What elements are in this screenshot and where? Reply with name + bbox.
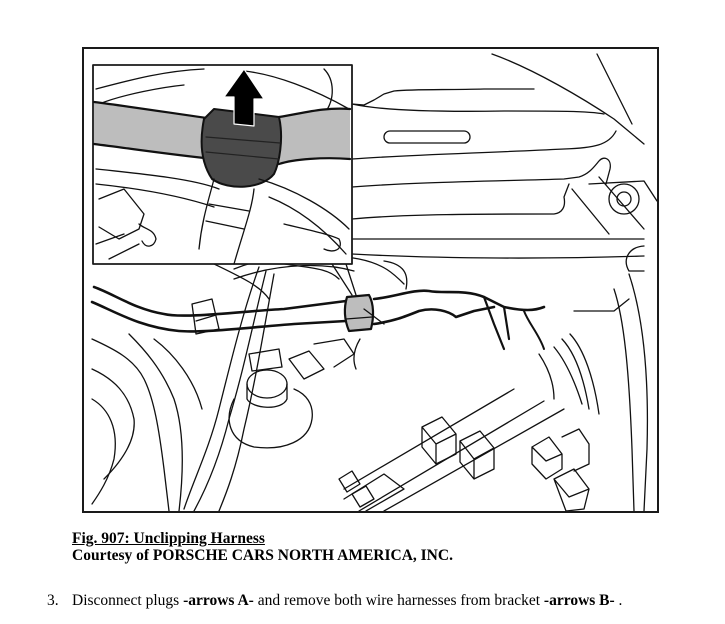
step-number: 3. xyxy=(47,592,59,609)
step-reference-a: -arrows A- xyxy=(183,592,254,609)
engine-bay-drawing xyxy=(90,53,657,511)
step-text-3: . xyxy=(614,592,623,609)
inset-detail xyxy=(92,68,352,265)
step-text-1: Disconnect plugs xyxy=(72,592,184,609)
instruction-step: 3. Disconnect plugs -arrows A- and remove… xyxy=(47,592,622,610)
figure-courtesy: Courtesy of PORSCHE CARS NORTH AMERICA, … xyxy=(72,547,453,564)
figure-title: Fig. 907: Unclipping Harness xyxy=(72,530,265,547)
figure-caption: Fig. 907: Unclipping Harness Courtesy of… xyxy=(72,530,453,564)
figure-illustration xyxy=(82,47,659,513)
step-reference-b: -arrows B- xyxy=(543,592,615,609)
step-text-2: and remove both wire harnesses from brac… xyxy=(253,592,544,609)
